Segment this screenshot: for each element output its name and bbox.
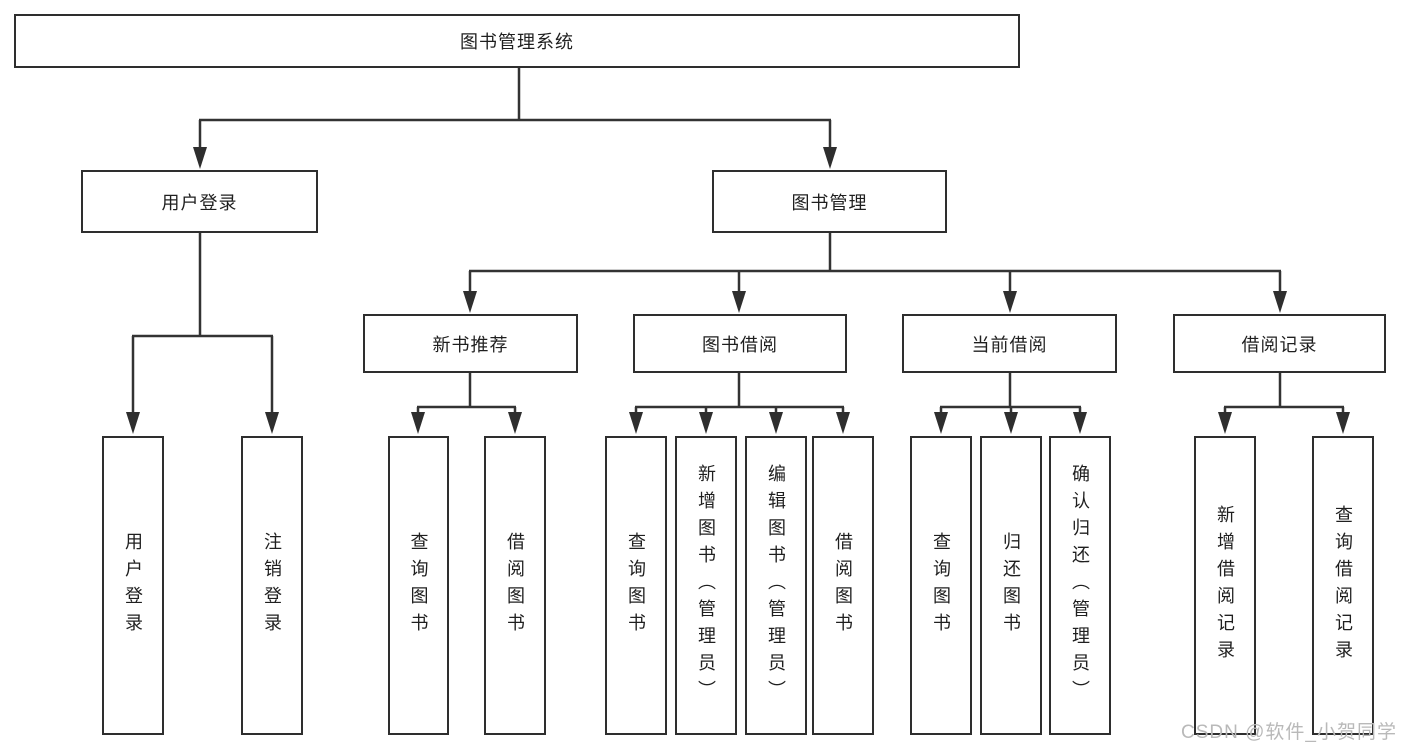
leaf-confirm-return-admin-label: 确认归还（管理员） — [1070, 464, 1090, 707]
node-library-system: 图书管理系统 — [14, 14, 1020, 68]
node-borrow-records-label: 借阅记录 — [1241, 334, 1318, 355]
connector-userlogin-to-leaves — [131, 233, 274, 416]
node-current-borrow-label: 当前借阅 — [971, 334, 1048, 355]
leaf-borrow-books-2-label: 借阅图书 — [833, 531, 853, 640]
leaf-query-books-3: 查询图书 — [910, 436, 972, 735]
node-borrow-records: 借阅记录 — [1173, 314, 1386, 373]
leaf-edit-book-admin: 编辑图书（管理员） — [745, 436, 807, 735]
node-book-management: 图书管理 — [712, 170, 947, 233]
node-new-book-recommend-label: 新书推荐 — [432, 334, 509, 355]
leaf-query-books-1: 查询图书 — [388, 436, 449, 735]
leaf-user-login: 用户登录 — [102, 436, 164, 735]
leaf-query-borrow-record-label: 查询借阅记录 — [1333, 504, 1353, 667]
node-user-login-label: 用户登录 — [161, 192, 238, 213]
node-library-system-label: 图书管理系统 — [460, 32, 574, 52]
leaf-logout-label: 注销登录 — [262, 531, 282, 640]
leaf-return-book-label: 归还图书 — [1001, 531, 1021, 640]
node-new-book-recommend: 新书推荐 — [363, 314, 578, 373]
leaf-borrow-books-1: 借阅图书 — [484, 436, 546, 735]
node-book-borrow: 图书借阅 — [633, 314, 847, 373]
csdn-watermark: CSDN @软件_小贺同学 — [1181, 722, 1397, 743]
leaf-confirm-return-admin: 确认归还（管理员） — [1049, 436, 1111, 735]
connector-bookborrow-to-leaves — [634, 372, 845, 417]
leaf-query-books-2: 查询图书 — [605, 436, 667, 735]
leaf-add-borrow-record: 新增借阅记录 — [1194, 436, 1256, 735]
connector-currentborrow-to-leaves — [939, 372, 1082, 417]
node-book-management-label: 图书管理 — [791, 192, 868, 213]
leaf-query-books-1-label: 查询图书 — [408, 531, 429, 640]
node-current-borrow: 当前借阅 — [902, 314, 1117, 373]
leaf-borrow-books-2: 借阅图书 — [812, 436, 874, 735]
leaf-return-book: 归还图书 — [980, 436, 1042, 735]
leaf-query-books-2-label: 查询图书 — [626, 531, 646, 640]
leaf-query-borrow-record: 查询借阅记录 — [1312, 436, 1374, 735]
connector-borrowrecords-to-leaves — [1223, 372, 1345, 417]
leaf-add-book-admin: 新增图书（管理员） — [675, 436, 737, 735]
arrowheads — [126, 147, 1350, 434]
leaf-add-borrow-record-label: 新增借阅记录 — [1215, 504, 1235, 667]
node-book-borrow-label: 图书借阅 — [702, 334, 778, 355]
leaf-borrow-books-1-label: 借阅图书 — [505, 531, 525, 640]
leaf-edit-book-admin-label: 编辑图书（管理员） — [766, 464, 786, 707]
connector-root-to-level1 — [198, 68, 832, 151]
connector-newbook-to-leaves — [416, 372, 517, 417]
leaf-add-book-admin-label: 新增图书（管理员） — [696, 464, 716, 707]
leaf-query-books-3-label: 查询图书 — [931, 531, 951, 640]
leaf-user-login-label: 用户登录 — [123, 531, 143, 640]
connector-bookmgmt-to-level2 — [468, 233, 1282, 295]
leaf-logout: 注销登录 — [241, 436, 303, 735]
node-user-login: 用户登录 — [81, 170, 318, 233]
